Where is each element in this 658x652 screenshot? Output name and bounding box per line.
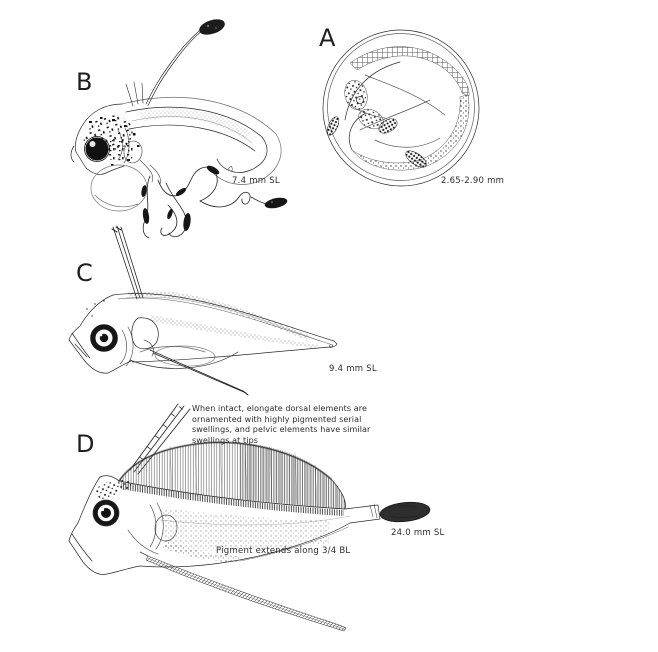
panel-b-size-caption: 7.4 mm SL — [232, 176, 280, 186]
panel-letter-b: B — [76, 68, 93, 96]
panel-d-size-caption: 24.0 mm SL — [391, 528, 445, 538]
panel-letter-c: C — [76, 259, 93, 287]
panel-d-pigment-note: Pigment extends along 3/4 BL — [216, 546, 351, 556]
panel-d-annotation: When intact, elongate dorsal elements ar… — [192, 404, 370, 446]
panel-letter-d: D — [76, 430, 95, 458]
annotation-line: swellings, and pelvic elements have simi… — [192, 425, 371, 434]
annotation-line: When intact, elongate dorsal elements ar… — [192, 404, 367, 413]
annotation-line: ornamented with highly pigmented serial — [192, 414, 362, 424]
egg-illustration — [322, 29, 480, 187]
postflexion-larva-illustration — [68, 403, 431, 632]
annotation-line: swellings at tips — [192, 435, 259, 445]
preflexion-larva-illustration — [68, 225, 338, 396]
yolk-sac-larva-illustration — [70, 19, 288, 239]
panel-a-size-caption: 2.65-2.90 mm — [441, 176, 505, 186]
panel-c-size-caption: 9.4 mm SL — [329, 364, 377, 374]
panel-letter-a: A — [319, 24, 336, 52]
